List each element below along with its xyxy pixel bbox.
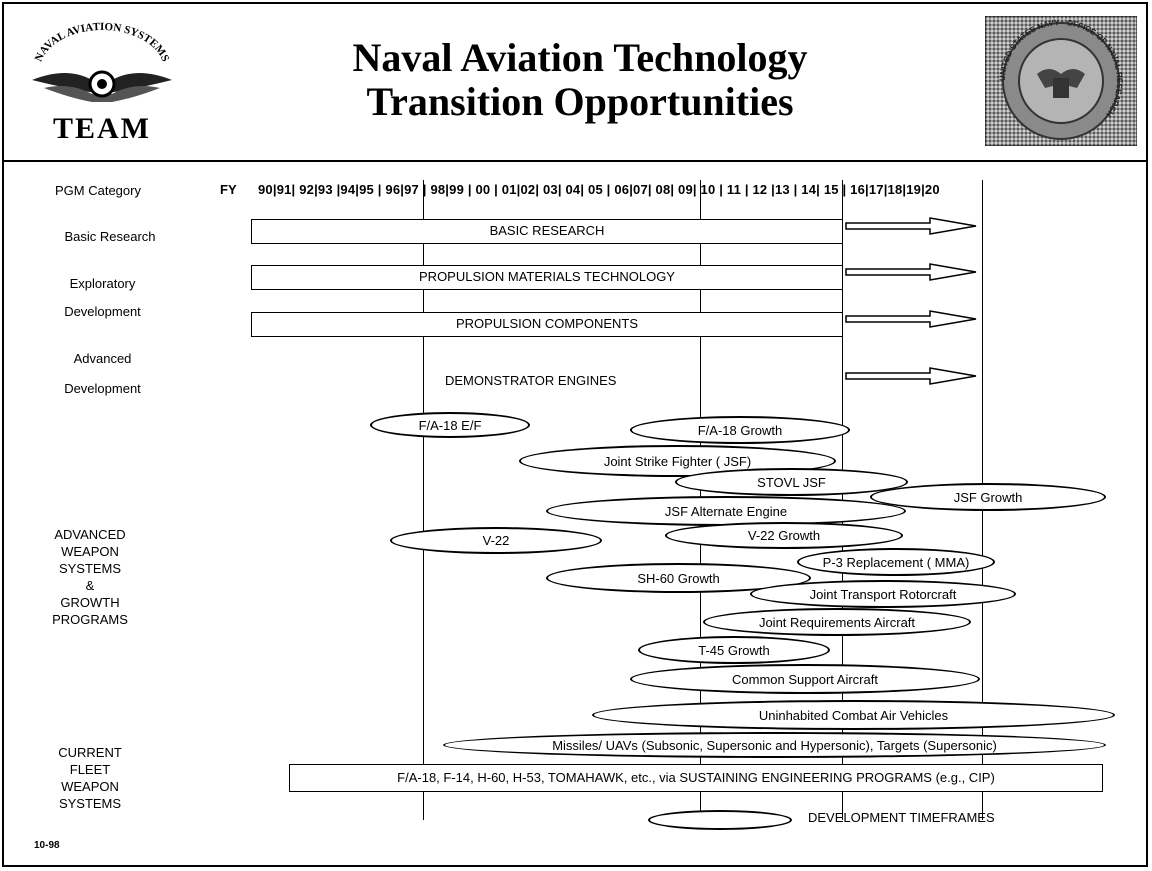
pgm-category-header: PGM Category [55,183,141,198]
oval-stovl-jsf: STOVL JSF [675,468,908,496]
oval-joint-transport-rotorcraft: Joint Transport Rotorcraft [750,580,1016,608]
oval-missiles-uavs-targets: Missiles/ UAVs (Subsonic, Supersonic and… [443,732,1106,758]
continuation-arrows [845,217,977,385]
legend-oval-symbol [648,810,792,830]
category-basic-research: Basic Research [64,229,156,244]
oval-joint-requirements-aircraft: Joint Requirements Aircraft [703,608,971,636]
slide-title: Naval Aviation Technology Transition Opp… [300,36,860,124]
title-line-2: Transition Opportunities [366,79,794,124]
office-of-naval-research-seal: UNITED STATES NAVY · OFFICE OF NAVAL RES… [984,15,1138,147]
logo-top-text: NAVAL AVIATION SYSTEMS [33,21,172,64]
naval-aviation-systems-team-logo: NAVAL AVIATION SYSTEMS TEAM [22,21,182,147]
fy-label: FY [220,182,237,197]
logo-team-text: TEAM [53,112,151,145]
oval-p3-replacement: P-3 Replacement ( MMA) [797,548,995,576]
fiscal-year-scale: 90|91| 92|93 |94|95 | 96|97 | 98|99 | 00… [258,182,940,197]
oval-jsf-growth: JSF Growth [870,483,1106,511]
legend-development-timeframes: DEVELOPMENT TIMEFRAMES [808,810,995,825]
oval-fa18-ef: F/A-18 E/F [370,412,530,438]
arrow-demonstrator-engines [845,367,977,385]
arrow-propulsion-materials [845,263,977,281]
arrow-propulsion-components [845,310,977,328]
category-exploratory-2: Development [64,304,141,319]
oval-fa18-growth: F/A-18 Growth [630,416,850,444]
bar-sustaining-engineering: F/A-18, F-14, H-60, H-53, TOMAHAWK, etc.… [289,764,1103,792]
slide-date-code: 10-98 [34,840,60,851]
oval-t45-growth: T-45 Growth [638,636,830,664]
title-line-1: Naval Aviation Technology [352,35,808,80]
oval-sh60-growth: SH-60 Growth [546,563,811,593]
oval-v22-growth: V-22 Growth [665,522,903,549]
bar-basic-research: BASIC RESEARCH [251,219,843,244]
bar-propulsion-components: PROPULSION COMPONENTS [251,312,843,337]
category-advanced-1: Advanced [73,351,132,366]
category-exploratory-1: Exploratory [69,276,136,291]
gridline-fy96 [423,180,424,820]
category-advanced-2: Development [64,381,141,396]
svg-text:NAVAL AVIATION SYSTEMS: NAVAL AVIATION SYSTEMS [33,22,172,63]
arrow-basic-research [845,217,977,235]
bar-propulsion-materials: PROPULSION MATERIALS TECHNOLOGY [251,265,843,290]
header-divider [4,160,1148,162]
label-demonstrator-engines: DEMONSTRATOR ENGINES [445,373,617,388]
oval-v22: V-22 [390,527,602,554]
oval-jsf-alternate-engine: JSF Alternate Engine [546,496,906,526]
oval-common-support-aircraft: Common Support Aircraft [630,664,980,694]
oval-ucav: Uninhabited Combat Air Vehicles [592,700,1115,730]
